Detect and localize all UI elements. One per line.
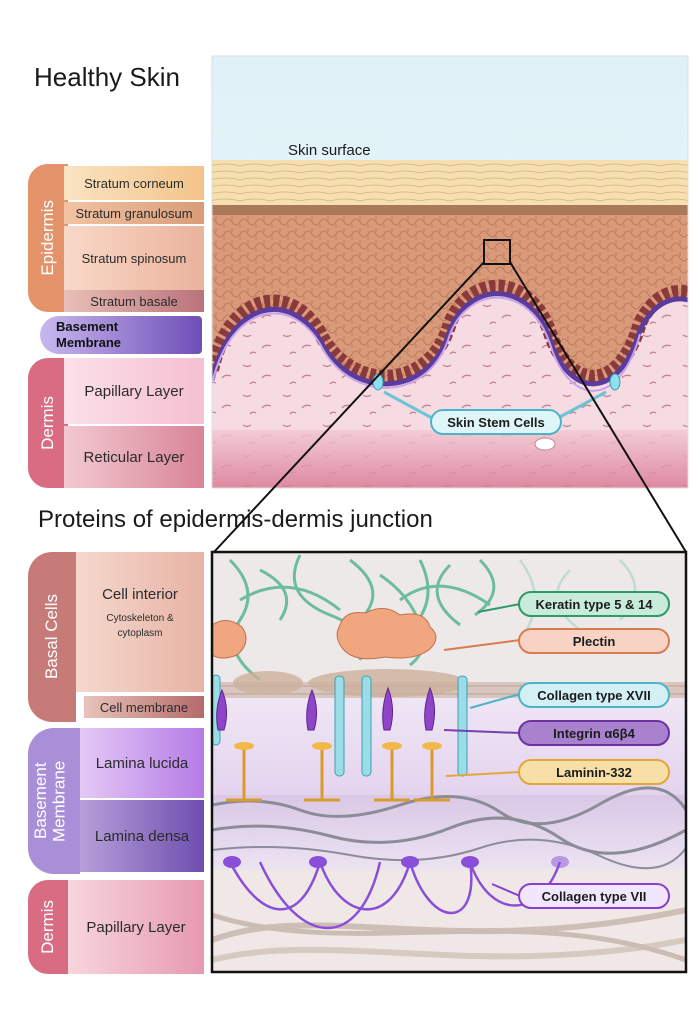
dermis-pill-bottom: Dermis: [28, 880, 68, 974]
cell-interior-label: Cell interior: [102, 586, 178, 603]
basal-cells-pill: Basal Cells: [28, 552, 76, 722]
keratin-callout: Keratin type 5 & 14: [518, 591, 670, 617]
dermis-pill-top: Dermis: [28, 358, 68, 488]
stem-cells-callout: Skin Stem Cells: [430, 409, 562, 435]
epidermis-pill: Epidermis: [28, 164, 68, 312]
stratum-spinosum: Stratum spinosum: [64, 226, 204, 290]
plectin-callout: Plectin: [518, 628, 670, 654]
cytoskeleton-label: Cytoskeleton & cytoplasm: [106, 613, 174, 639]
basement-membrane-label: Basement Membrane: [56, 319, 122, 350]
papillary-layer-bottom: Papillary Layer: [68, 880, 204, 974]
stratum-corneum: Stratum corneum: [64, 166, 204, 200]
laminin-callout: Laminin-332: [518, 759, 670, 785]
dermis-label-top: Dermis: [37, 396, 57, 450]
collagen17-callout: Collagen type XVII: [518, 682, 670, 708]
healthy-skin-title: Healthy Skin: [34, 62, 180, 92]
basement-membrane-pill-bottom: Basement Membrane: [28, 728, 80, 874]
papillary-layer-top: Papillary Layer: [64, 358, 204, 424]
basement-membrane-pill: Basement Membrane: [40, 316, 202, 354]
cell-membrane-label: Cell membrane: [84, 696, 204, 718]
reticular-layer: Reticular Layer: [64, 426, 204, 488]
lamina-lucida: Lamina lucida: [80, 728, 204, 798]
stratum-granulosum: Stratum granulosum: [64, 202, 204, 224]
epidermis-label: Epidermis: [37, 200, 57, 276]
dermis-label-bottom: Dermis: [37, 900, 57, 954]
stratum-basale: Stratum basale: [64, 290, 204, 312]
cell-interior-box: Cell interior Cytoskeleton & cytoplasm: [76, 552, 204, 692]
skin-surface-label: Skin surface: [288, 142, 371, 159]
integrin-callout: Integrin α6β4: [518, 720, 670, 746]
basal-cells-label: Basal Cells: [41, 594, 61, 680]
basement-membrane-label-bottom: Basement Membrane: [31, 760, 69, 842]
lamina-densa: Lamina densa: [80, 800, 204, 872]
collagen7-callout: Collagen type VII: [518, 883, 670, 909]
